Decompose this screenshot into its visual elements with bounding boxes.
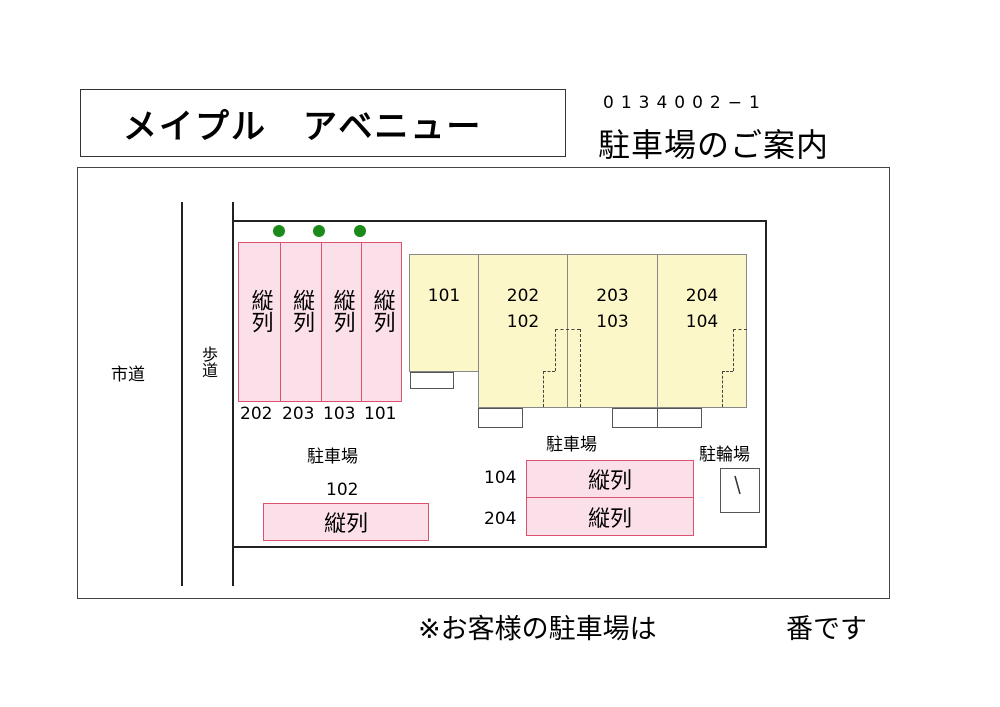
site-map-frame [77, 167, 890, 599]
sidewalk-edge-line [232, 202, 234, 586]
stair-outline [555, 329, 556, 371]
parking-stall-203: 縦列 [280, 242, 322, 402]
parking-label-right: 駐車場 [546, 435, 597, 455]
road-edge-line [181, 202, 183, 586]
stair-outline [733, 329, 734, 371]
city-road-label: 市道 [111, 365, 145, 385]
stair-outline [733, 329, 747, 330]
stall-number: 101 [364, 404, 397, 424]
outdoor-unit [410, 372, 454, 389]
building-name: メイプル アベニュー [123, 106, 483, 147]
stall-number: 204 [484, 509, 517, 529]
bicycle-parking-label: 駐輪場 [699, 445, 750, 465]
tree-icon [313, 225, 325, 237]
parking-stall-103: 縦列 [321, 242, 362, 402]
stall-number: 203 [282, 404, 315, 424]
unit-number-upper: 204 [685, 286, 719, 306]
parking-stall-204: 縦列 [526, 497, 694, 536]
stair-outline [543, 371, 544, 407]
stall-type-label: 縦列 [323, 512, 368, 537]
stair-outline [543, 371, 555, 372]
stall-type-label: 縦列 [369, 289, 395, 333]
bicycle-parking-mark-icon [734, 475, 741, 495]
tree-icon [273, 225, 285, 237]
unit-number-upper: 202 [506, 286, 540, 306]
stall-type-label: 縦列 [587, 506, 632, 532]
unit-number-lower: 102 [506, 312, 540, 332]
stall-number: 102 [326, 480, 359, 500]
stair-outline [580, 329, 581, 407]
parking-stall-102: 縦列 [263, 503, 429, 541]
unit-number: 101 [427, 286, 461, 306]
parking-stall-101: 縦列 [361, 242, 402, 402]
bicycle-parking-area [720, 468, 760, 513]
building-name-box: メイプル アベニュー [80, 89, 566, 157]
page-subtitle: 駐車場のご案内 [598, 126, 830, 164]
parking-stall-202: 縦列 [238, 242, 281, 402]
unit-number-lower: 104 [685, 312, 719, 332]
lot-boundary [232, 220, 767, 548]
unit-202-102: 202 102 [478, 254, 568, 408]
outdoor-unit [612, 408, 658, 428]
stair-outline [722, 371, 723, 407]
property-code: 0134002−1 [603, 93, 767, 113]
stall-number: 103 [323, 404, 356, 424]
unit-number-lower: 103 [596, 312, 629, 332]
outdoor-unit [478, 408, 523, 428]
stair-outline [555, 329, 580, 330]
parking-notice: ※お客様の駐車場は [418, 614, 657, 645]
unit-number-upper: 203 [596, 286, 629, 306]
tree-icon [354, 225, 366, 237]
parking-label-left: 駐車場 [307, 447, 358, 467]
stall-number: 104 [484, 468, 517, 488]
stall-number: 202 [240, 404, 273, 424]
unit-101: 101 [409, 254, 479, 372]
outdoor-unit [657, 408, 702, 428]
parking-stall-104: 縦列 [526, 460, 694, 498]
stair-outline [722, 371, 733, 372]
sidewalk-label: 歩道 [199, 346, 218, 378]
stall-type-label: 縦列 [329, 289, 355, 333]
stall-type-label: 縦列 [587, 469, 632, 494]
parking-notice-suffix: 番です [786, 614, 867, 645]
unit-204-104: 204 104 [657, 254, 747, 408]
stall-type-label: 縦列 [289, 289, 314, 333]
stall-type-label: 縦列 [247, 289, 273, 333]
